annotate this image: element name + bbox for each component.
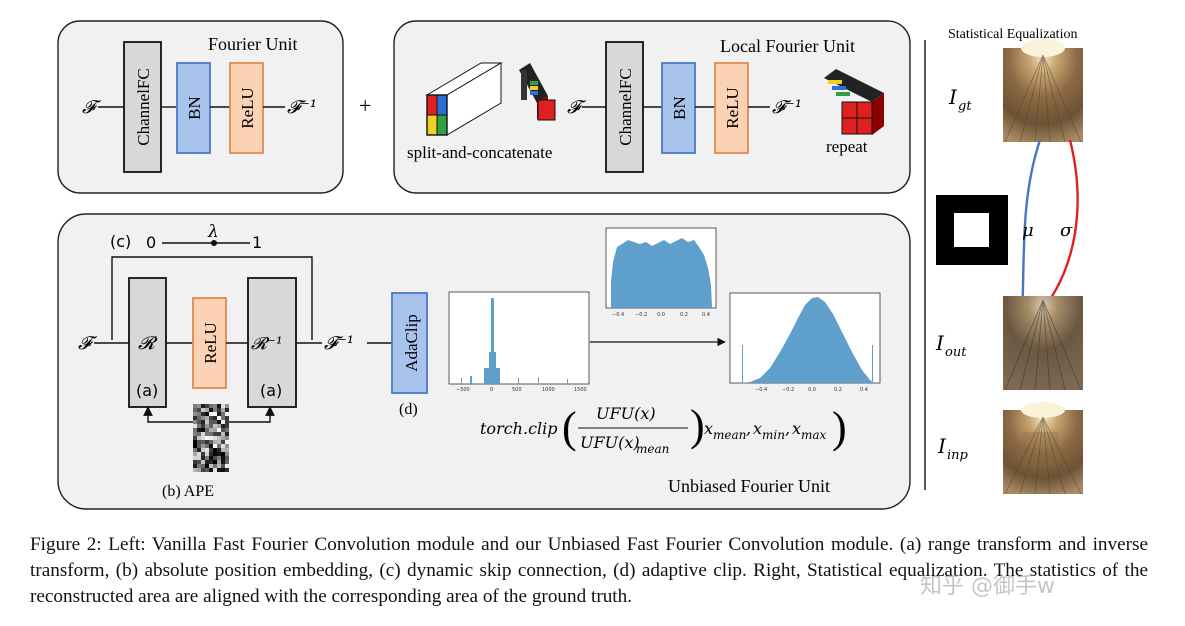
adaclip-formula: torch.clip ( UFU(x) UFU(x) mean ) x mean… <box>480 401 847 456</box>
formula-denominator-sub: mean <box>636 442 669 456</box>
lambda-max-label: 1 <box>252 233 262 252</box>
hist2-tick: 0.4 <box>702 312 710 318</box>
i-out-sub: out <box>945 345 967 360</box>
hist2-tick: 0.0 <box>657 312 665 318</box>
hist3-tick: −0.4 <box>755 387 767 393</box>
ufu-inverse-fourier-symbol: 𝓕⁻¹ <box>324 333 354 354</box>
histogram-clipped: −0.4 −0.2 0.0 0.2 0.4 <box>605 227 717 318</box>
ape-label: (b) APE <box>162 483 214 500</box>
fourier-unit-panel: Fourier Unit 𝓕 ChannelFC BN ReLU 𝓕⁻¹ <box>57 20 344 194</box>
figure-caption: Figure 2: Left: Vanilla Fast Fourier Con… <box>30 534 1148 607</box>
mu-symbol: μ <box>1022 220 1034 241</box>
unbiased-fourier-unit-panel: (c) 0 λ 1 𝓕 𝓡 (a) ReLU 𝓡⁻¹ (a) 𝓕⁻¹ (b) A… <box>57 213 911 510</box>
i-out-label: I <box>935 331 945 355</box>
hist1-tick: 1500 <box>574 387 587 393</box>
formula-denominator: UFU(x) <box>580 433 640 452</box>
formula-arg3-sub: max <box>801 428 827 442</box>
hist1-tick: 0 <box>490 387 493 393</box>
sigma-symbol: σ <box>1060 220 1073 241</box>
formula-arg1-sub: mean <box>713 428 746 442</box>
relu-label: ReLU <box>238 87 257 129</box>
range-transform-tag: (a) <box>136 381 158 400</box>
hist1-tick: 500 <box>512 387 522 393</box>
hist1-tick: 1000 <box>542 387 555 393</box>
split-and-concatenate-label: split-and-concatenate <box>407 143 552 162</box>
adaclip-block <box>391 292 428 394</box>
repeat-cube-illustration <box>824 69 884 135</box>
histogram-before-clip: −500 0 500 1000 1500 <box>448 291 590 393</box>
input-image <box>1003 402 1083 495</box>
hist3-tick: 0.2 <box>834 387 842 393</box>
plus-sign: + <box>359 93 371 118</box>
skip-connection-tag: (c) <box>110 232 131 251</box>
mask-image <box>936 195 1008 265</box>
formula-prefix: torch.clip <box>480 419 558 438</box>
fourier-unit-title: Fourier Unit <box>208 34 298 54</box>
range-transform-symbol: 𝓡 <box>138 333 158 354</box>
skip-connection-line <box>111 256 313 340</box>
i-inp-sub: inp <box>947 448 969 463</box>
hist2-tick: 0.2 <box>680 312 688 318</box>
hist2-tick: −0.4 <box>612 312 624 318</box>
watermark: 知乎 @御手w <box>920 574 1055 599</box>
formula-arg2: x <box>753 419 762 438</box>
local-fourier-unit-title: Local Fourier Unit <box>720 36 855 56</box>
lfu-relu-block <box>714 62 749 154</box>
svg-text:(: ( <box>562 403 577 452</box>
svg-text:,: , <box>785 419 790 438</box>
adaclip-tag: (d) <box>399 401 418 418</box>
lfu-inverse-fourier-symbol: 𝓕⁻¹ <box>772 97 802 118</box>
ape-noise-image <box>193 404 229 472</box>
formula-arg2-sub: min <box>762 428 785 442</box>
hist1-tick: −500 <box>456 387 470 393</box>
inverse-range-transform-block <box>247 277 297 408</box>
concatenated-cube-illustration <box>519 63 556 121</box>
lambda-min-label: 0 <box>146 233 156 252</box>
hist3-tick: 0.4 <box>860 387 868 393</box>
hist3-tick: 0.0 <box>808 387 816 393</box>
hist2-tick: −0.2 <box>635 312 647 318</box>
histogram-equalized: −0.4 −0.2 0.0 0.2 0.4 <box>729 292 881 393</box>
unbiased-fourier-unit-title: Unbiased Fourier Unit <box>668 476 830 496</box>
mu-arrow <box>1015 139 1042 318</box>
formula-numerator: UFU(x) <box>596 404 656 423</box>
inverse-range-symbol: 𝓡⁻¹ <box>251 334 283 354</box>
relu-block <box>229 62 264 154</box>
ufu-relu-label: ReLU <box>201 322 220 364</box>
channelfc-block <box>123 41 162 173</box>
lfu-relu-label: ReLU <box>723 87 742 129</box>
statistical-equalization-panel: Statistical Equalization I gt μ σ <box>935 27 1083 495</box>
svg-text:,: , <box>746 419 751 438</box>
inverse-fourier-symbol: 𝓕⁻¹ <box>287 97 317 118</box>
statistical-equalization-title: Statistical Equalization <box>948 27 1077 42</box>
inverse-range-tag: (a) <box>260 381 282 400</box>
lfu-bn-label: BN <box>670 96 689 120</box>
svg-text:): ) <box>832 403 847 452</box>
repeat-label: repeat <box>826 137 868 156</box>
ground-truth-image <box>1003 39 1083 143</box>
formula-arg3: x <box>792 419 801 438</box>
channelfc-label: ChannelFC <box>134 68 153 145</box>
lfu-channelfc-label: ChannelFC <box>616 68 635 145</box>
svg-text:): ) <box>690 401 705 450</box>
i-gt-label: I <box>948 85 958 109</box>
bn-label: BN <box>185 96 204 120</box>
hist3-tick: −0.2 <box>782 387 794 393</box>
figure-canvas: Fourier Unit 𝓕 ChannelFC BN ReLU 𝓕⁻¹ + L… <box>57 20 1083 510</box>
bn-block <box>176 62 211 154</box>
adaclip-label: AdaClip <box>402 314 421 372</box>
formula-arg1: x <box>704 419 713 438</box>
output-image <box>1003 296 1083 391</box>
lfu-bn-block <box>661 62 696 154</box>
local-fourier-unit-panel: Local Fourier Unit split-and-concatenate… <box>393 20 911 194</box>
lfu-channelfc-block <box>605 41 644 173</box>
lambda-symbol: λ <box>207 222 219 242</box>
split-cube-illustration <box>425 62 503 136</box>
i-gt-sub: gt <box>958 99 972 114</box>
i-inp-label: I <box>937 434 947 458</box>
